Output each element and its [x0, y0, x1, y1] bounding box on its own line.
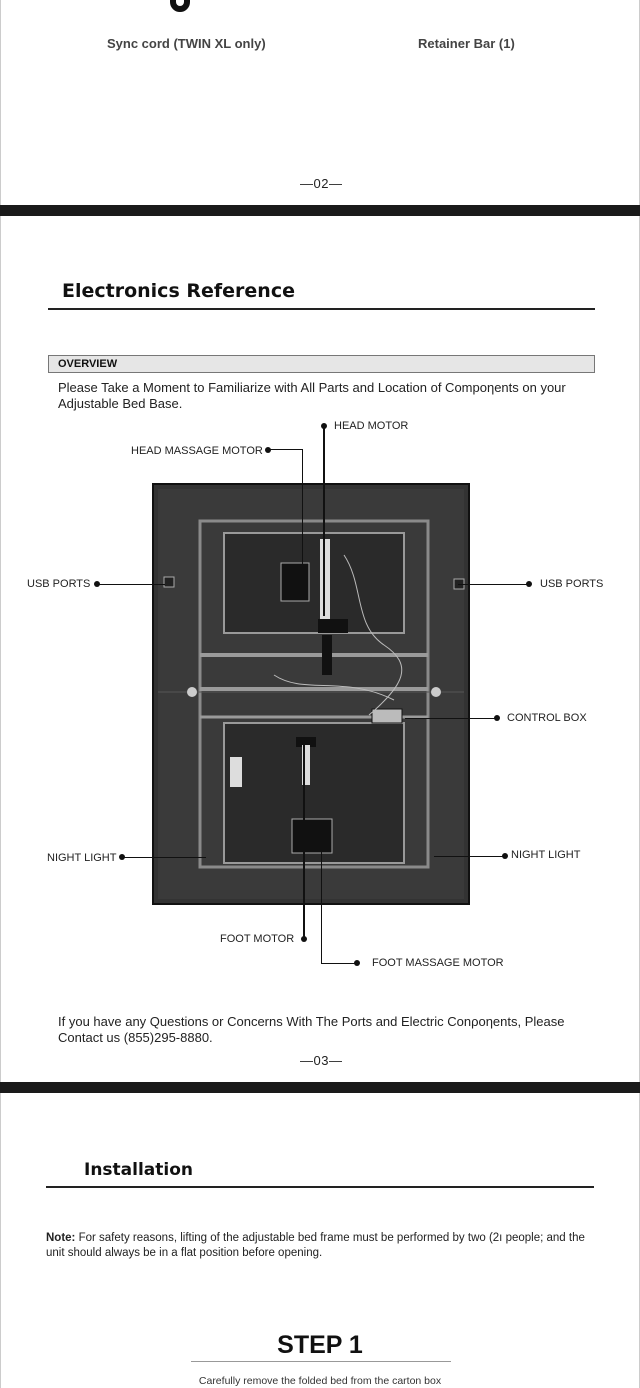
- step-description: Carefully remove the folded bed from the…: [198, 1375, 442, 1387]
- foot-motor-callout: FOOT MOTOR: [220, 933, 295, 945]
- callout-leader: [434, 856, 504, 857]
- title-underline: [48, 308, 595, 310]
- night-light-right-callout: NIGHT LIGHT: [511, 849, 581, 861]
- note-label: Note:: [46, 1232, 76, 1244]
- callout-dot: [494, 715, 500, 721]
- note-body: For safety reasons, lifting of the adjus…: [46, 1232, 585, 1259]
- usb-ports-left-callout: USB PORTS: [27, 578, 91, 590]
- callout-leader: [303, 745, 305, 938]
- head-massage-motor-callout: HEAD MASSAGE MOTOR: [131, 445, 263, 457]
- page-divider: [0, 205, 640, 216]
- title-underline: [46, 1186, 594, 1188]
- callout-leader: [458, 584, 528, 585]
- callout-dot: [502, 853, 508, 859]
- step-title: STEP 1: [277, 1331, 363, 1359]
- usb-ports-right-callout: USB PORTS: [540, 578, 604, 590]
- bed-frame-illustration: [158, 489, 465, 899]
- overview-banner: [48, 355, 595, 373]
- foot-massage-motor-callout: FOOT MASSAGE MOTOR: [372, 957, 504, 969]
- callout-leader: [122, 857, 206, 858]
- callout-leader: [323, 426, 325, 616]
- intro-line-1: Please Take a Moment to Familiarize with…: [58, 380, 566, 395]
- installation-title: Installation: [84, 1160, 194, 1180]
- contact-line-1: If you have any Questions or Concerns Wi…: [58, 1014, 565, 1029]
- callout-dot: [354, 960, 360, 966]
- step-underline: [191, 1361, 451, 1362]
- callout-leader: [321, 840, 322, 964]
- page-edge-left: [0, 0, 1, 1388]
- page-divider: [0, 1082, 640, 1093]
- callout-dot: [526, 581, 532, 587]
- night-light-left-callout: NIGHT LIGHT: [47, 852, 117, 864]
- contact-line-2: Contact us (855)295-8880.: [58, 1030, 213, 1045]
- intro-line-2: Adjustable Bed Base.: [58, 396, 183, 411]
- page-number-03: —03—: [300, 1053, 343, 1068]
- sync-cord-label: Sync cord (TWIN XL only): [107, 36, 266, 51]
- callout-leader: [268, 449, 303, 450]
- callout-leader: [405, 718, 496, 719]
- callout-leader: [322, 963, 356, 964]
- bed-base-photo: [152, 483, 470, 905]
- safety-note: Note: For safety reasons, lifting of the…: [46, 1231, 606, 1261]
- overview-label: OVERVIEW: [58, 358, 118, 370]
- callout-dot: [301, 936, 307, 942]
- sync-cord-image: [170, 0, 190, 12]
- callout-leader: [97, 584, 165, 585]
- callout-leader: [302, 449, 303, 575]
- retainer-bar-label: Retainer Bar (1): [418, 36, 515, 51]
- electronics-title: Electronics Reference: [62, 280, 295, 302]
- page-number-02: —02—: [300, 176, 343, 191]
- control-box-callout: CONTROL BOX: [507, 712, 587, 724]
- head-motor-callout: HEAD MOTOR: [334, 420, 409, 432]
- callout-dot: [265, 447, 271, 453]
